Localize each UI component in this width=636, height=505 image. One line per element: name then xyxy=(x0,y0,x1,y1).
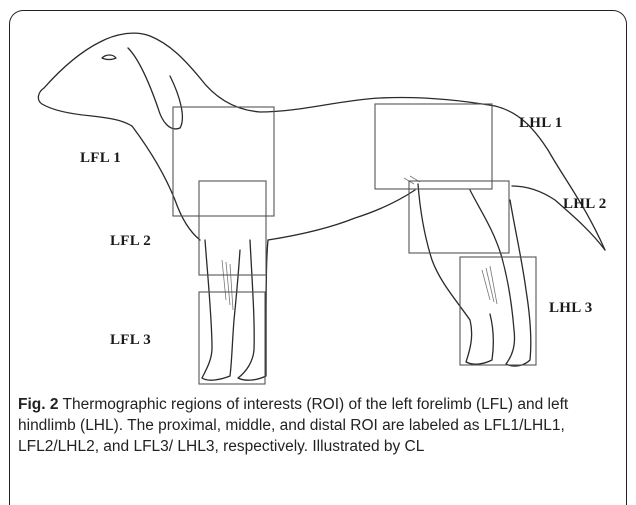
dog-head-outline xyxy=(44,33,605,250)
roi-box-lfl3 xyxy=(199,292,265,384)
label-lfl3: LFL 3 xyxy=(110,332,151,349)
label-lhl3: LHL 3 xyxy=(549,300,593,317)
roi-box-lhl1 xyxy=(375,104,492,189)
roi-box-lhl2 xyxy=(409,181,509,253)
roi-box-lfl2 xyxy=(199,181,266,275)
label-lfl1: LFL 1 xyxy=(80,150,121,167)
figure-caption: Fig. 2 Thermographic regions of interest… xyxy=(18,394,618,457)
dog-illustration xyxy=(0,0,636,395)
dog-eye xyxy=(102,55,116,60)
roi-box-lhl3 xyxy=(460,257,536,365)
roi-box-lfl1 xyxy=(173,107,274,216)
dog-chest-outline xyxy=(132,126,200,240)
label-lfl2: LFL 2 xyxy=(110,233,151,250)
dog-belly-outline xyxy=(268,190,415,240)
dog-shading xyxy=(222,176,497,310)
label-lhl2: LHL 2 xyxy=(563,196,607,213)
dog-snout-outline xyxy=(38,88,132,126)
dog-ear-outline xyxy=(128,48,182,129)
dog-front-leg xyxy=(202,240,240,380)
caption-text: Thermographic regions of interests (ROI)… xyxy=(18,396,568,455)
figure-number: Fig. 2 xyxy=(18,396,58,413)
dog-hind-leg-back xyxy=(470,190,531,366)
label-lhl1: LHL 1 xyxy=(519,115,563,132)
dog-front-leg-back xyxy=(238,240,268,380)
